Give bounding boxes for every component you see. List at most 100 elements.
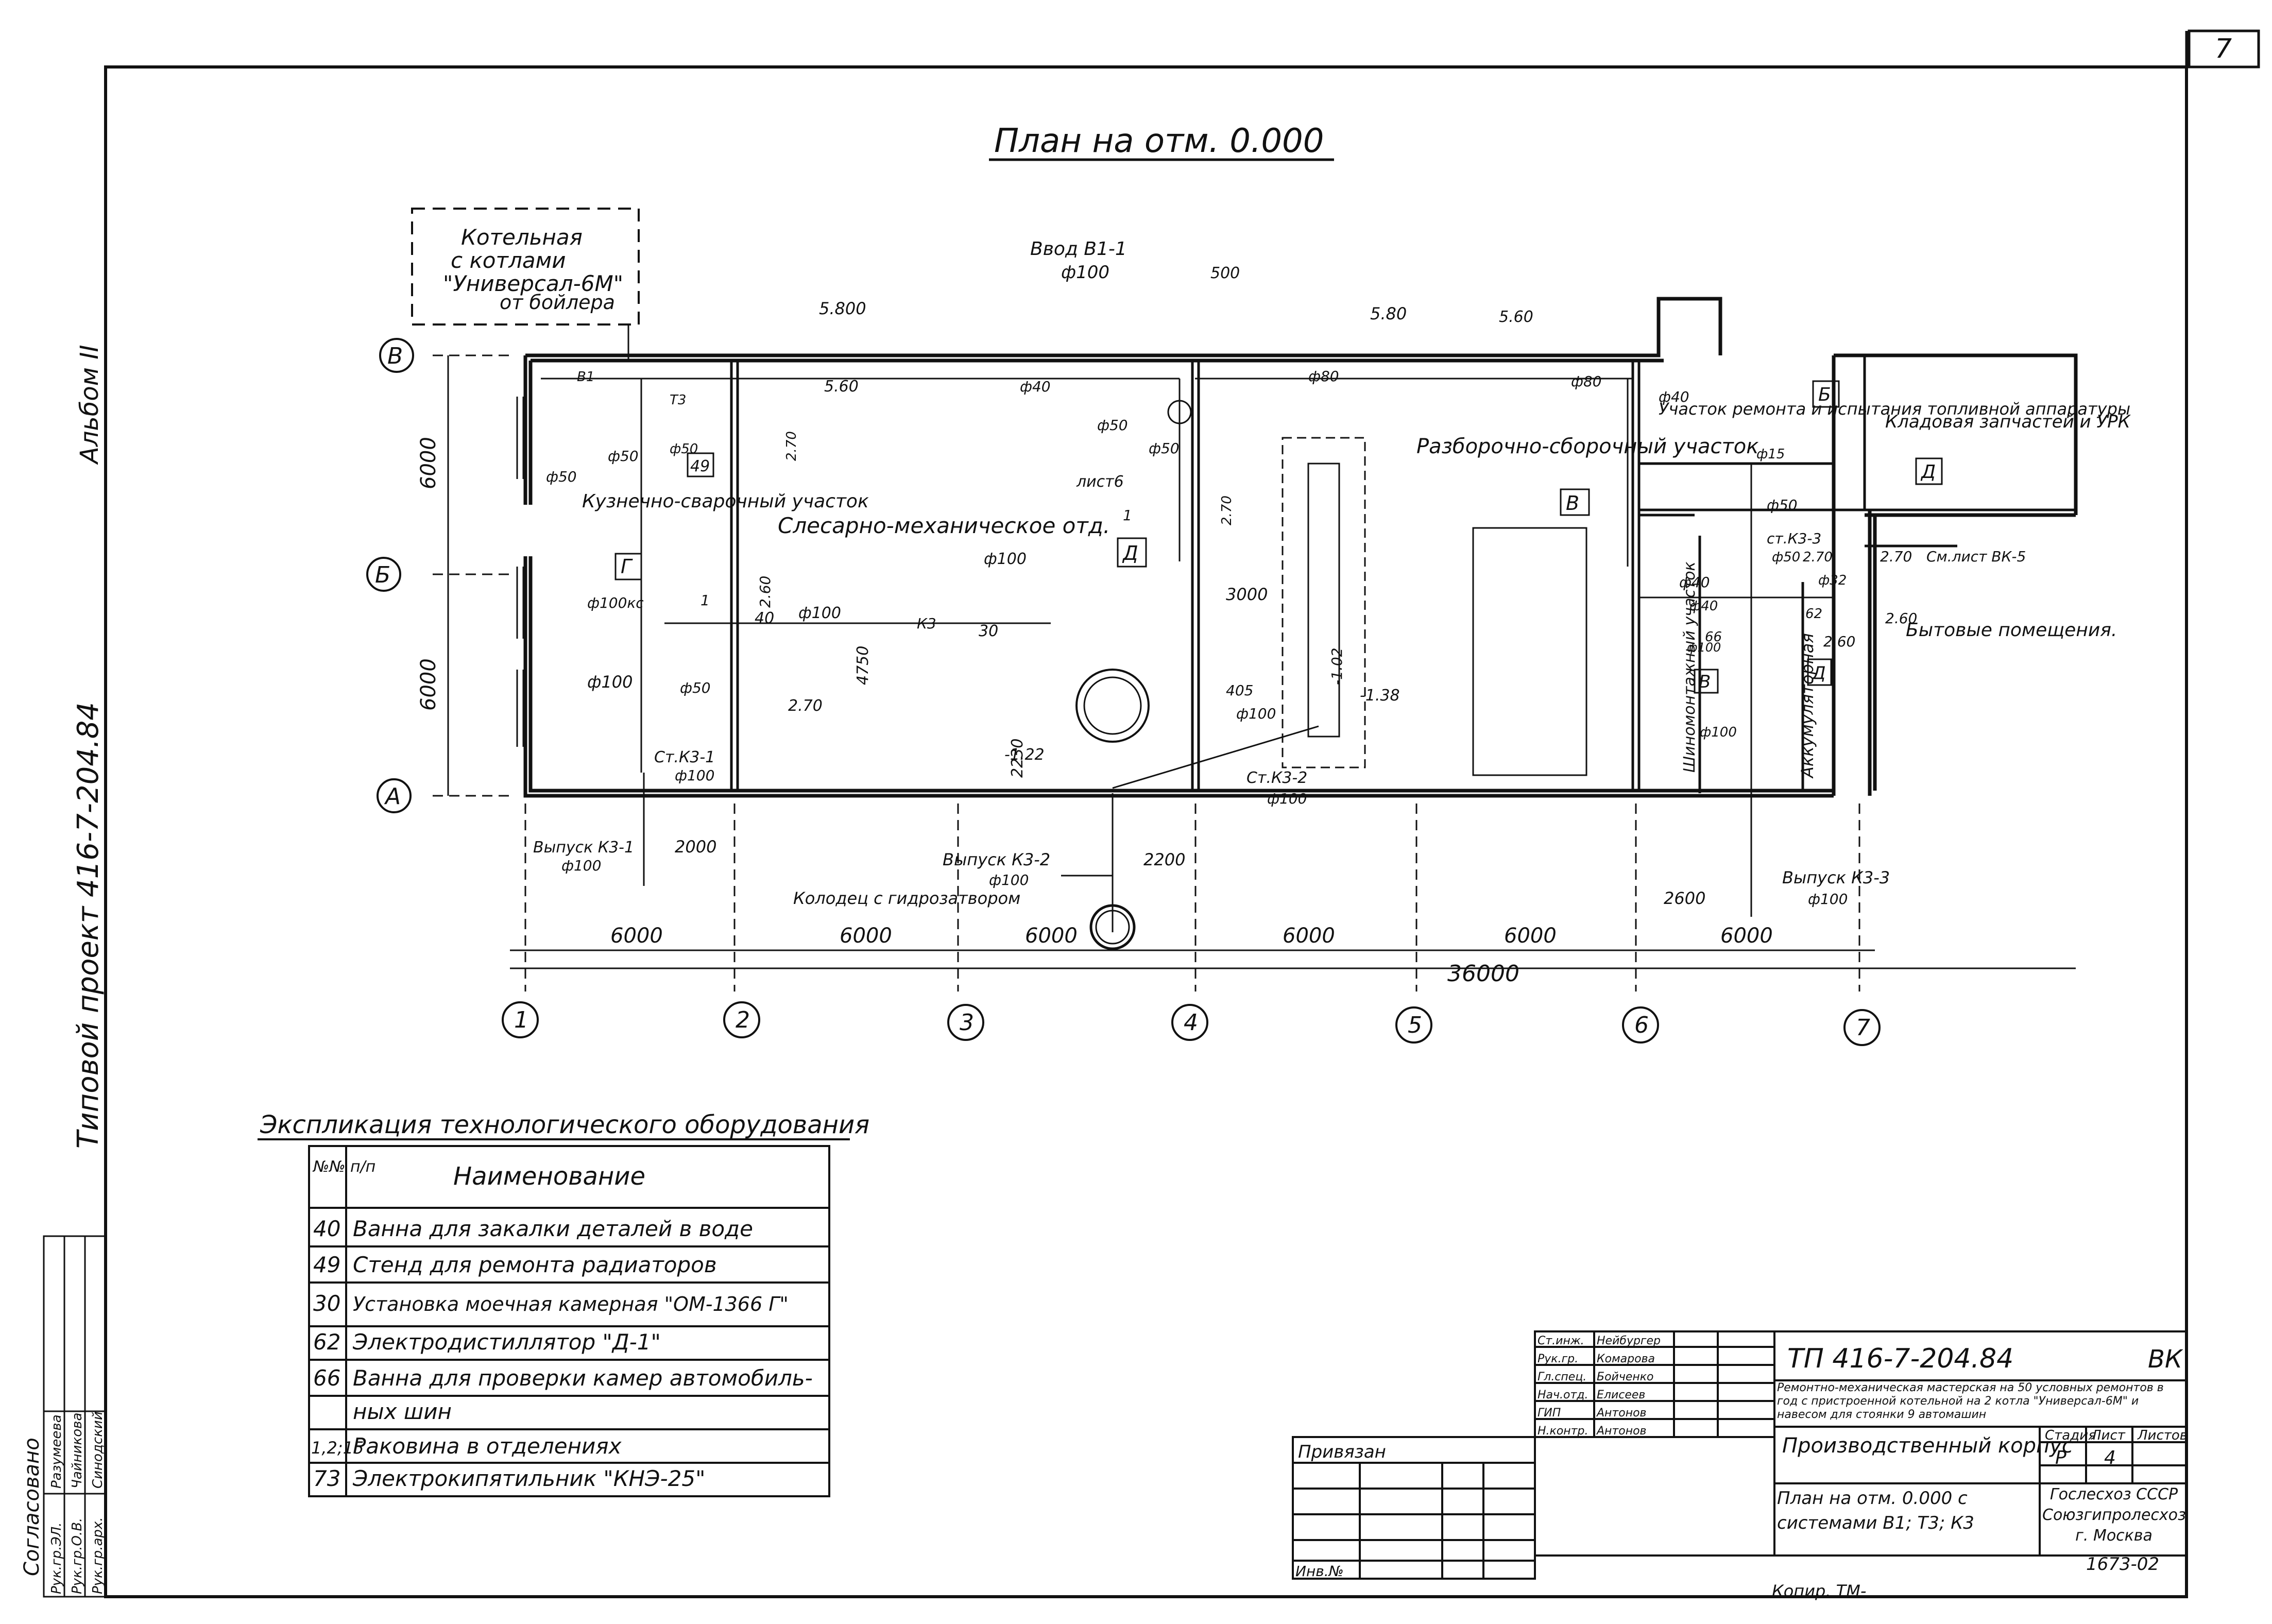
explication-table [308,1145,830,1497]
ann-d100-wash: ф100 [984,550,1027,568]
exp-row-2-name: Стенд для ремонта радиаторов [353,1252,717,1277]
ann-d40c: ф40 [1689,599,1718,614]
axis-num-2: 2 [736,1007,750,1033]
stamp-name-1: Нейбургер [1597,1335,1661,1347]
ann-vyp-k32-d: ф100 [989,871,1029,888]
exp-row-4-num: 62 [313,1329,340,1355]
agreed-title: Согласовано [20,1438,44,1576]
ann-d50d: ф50 [608,448,639,465]
stamp-privyazan: Привязан [1298,1442,1386,1462]
explication-header-num: №№ п/п [312,1158,375,1176]
axis-num-3: 3 [960,1010,974,1036]
axis-num-4: 4 [1184,1010,1198,1036]
ann-260a: 2.60 [1885,610,1917,627]
dim-bottom-5: 6000 [1504,924,1557,948]
ann-d15: ф15 [1756,447,1785,462]
ann-260b: 2.60 [1823,633,1855,650]
ann-st-k32: Ст.К3-2 [1246,769,1307,787]
ann-d50e: ф50 [670,441,698,457]
axis-numbers: 1 2 3 4 5 6 7 [502,1001,1881,1046]
stamp-sheet-label: Лист [2091,1428,2126,1443]
building-walls [523,297,2078,798]
agreed-role-3: Рук.гр.арх. [90,1517,106,1594]
dim-bottom-2: 6000 [840,924,892,948]
ann-d40b: ф40 [1679,574,1710,591]
exp-row-7-num: 1,2;15 [311,1438,364,1458]
stamp-role-3: Гл.спец. [1538,1371,1586,1383]
ann-eq66: 66 [1705,629,1722,645]
ann-vyp-k33-d: ф100 [1808,891,1848,908]
well-icon [1089,904,1136,950]
ann-d50g: ф50 [1767,497,1798,514]
boiler-line-2: с котлами [451,248,566,273]
ann-d50f: ф50 [680,679,711,696]
room-smithy-letter: Г [621,555,633,578]
room-fuel-letter: Б [1818,384,1831,405]
stamp-name-5: Антонов [1596,1407,1647,1420]
ann-list6: лист6 [1076,473,1124,491]
ann-eq30: 30 [979,622,998,640]
stamp-stage: Р [2055,1447,2066,1468]
explication-header-name: Наименование [453,1162,645,1191]
ann-eq1b: 1 [1123,507,1132,524]
boiler-room-box [411,208,640,326]
ann-eq49: 49 [690,457,710,475]
exp-row-4-name: Электродистиллятор "Д-1" [352,1329,661,1355]
stamp-name-6: Антонов [1596,1425,1647,1438]
ann-d100-mech: ф100 [798,604,841,622]
ann-d40: ф40 [1020,378,1051,395]
ann-d50b: ф50 [1149,440,1180,457]
ann-st-k33: ст.К3-3 [1767,530,1821,547]
agreed-name-3: Синодский [90,1411,106,1489]
ann-270c: 2.70 [1880,548,1912,565]
agreed-name-1: Разумеева [49,1414,64,1489]
ann-d80a: ф80 [1308,368,1339,385]
exp-row-8-name: Электрокипятильник "КНЭ-25" [352,1466,705,1491]
exp-row-3-num: 30 [313,1291,340,1316]
ann-260c: 2.60 [757,576,774,608]
ann-500: 500 [1210,264,1240,282]
axis-num-5: 5 [1408,1012,1422,1038]
ann-t3: Т3 [670,392,686,408]
ann-2600: 2600 [1664,888,1705,908]
room-mechanical-letter: Д [1122,542,1138,565]
lift-platform [1472,527,1587,776]
ann-st-k32-d: ф100 [1267,790,1307,807]
ann-vyp-k32: Выпуск К3-2 [943,850,1050,869]
exp-row-6-name: ных шин [353,1399,452,1424]
stamp-name-3: Бойченко [1597,1371,1654,1383]
ann-eq62: 62 [1805,606,1822,622]
stamp-role-1: Ст.инж. [1538,1335,1584,1347]
ann-5800a: 5.800 [819,299,866,318]
exp-row-7-name: Раковина в отделениях [353,1433,622,1459]
axis-letter-v: В [387,343,403,369]
axis-letter-b: Б [375,562,390,588]
ann-270a: 2.70 [788,697,823,715]
stamp-description: Ремонтно-механическая мастерская на 50 у… [1777,1381,2164,1421]
ann-sm-list: См.лист ВК-5 [1926,548,2026,565]
room-assembly-letter: В [1566,492,1579,515]
room-smithy: Кузнечно-сварочный участок [582,491,869,512]
stamp-stage-label: Стадия [2045,1428,2096,1443]
ann-270b: 2.70 [1803,550,1833,565]
ann-5800b: 5.80 [1370,304,1407,323]
stamp-role-5: ГИП [1538,1407,1561,1420]
ann-270-vert: 2.70 [1219,495,1235,525]
dim-vert-1: 6000 [417,437,440,489]
ann-560b: 5.60 [1499,308,1533,326]
ann-vvod: Ввод В1-1 [1030,238,1127,260]
stamp-name-4: Елисеев [1597,1389,1645,1401]
stamp-role-6: Н.контр. [1538,1425,1588,1438]
stamp-mark: ВК [2148,1345,2183,1374]
boiler-line-4: от бойлера [500,291,615,314]
grid-lines [433,354,1860,992]
stamp-code: ТП 416-7-204.84 [1787,1343,2013,1374]
ann-405: 405 [1226,682,1253,699]
ann-3000: 3000 [1226,585,1268,604]
room-storage-letter: Д [1920,461,1936,483]
ann-vyp-k31-d: ф100 [561,857,601,874]
sheet-number: 7 [2215,33,2232,64]
ann-2230: 2230 [1009,739,1027,778]
ann-st-k31-d: ф100 [675,767,714,784]
